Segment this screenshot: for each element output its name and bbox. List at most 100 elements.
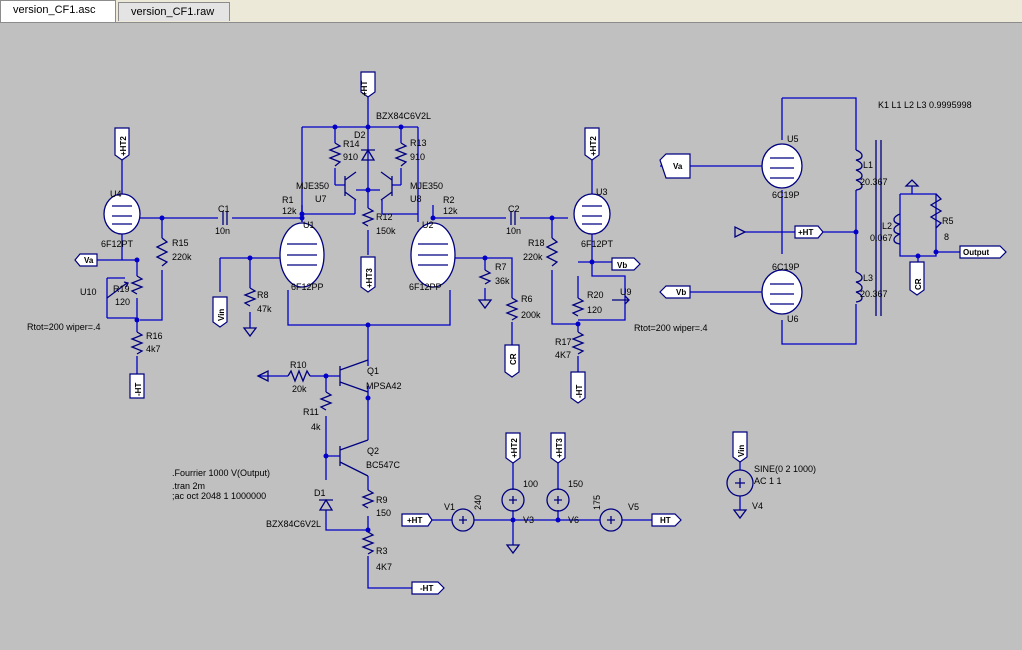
v4-label: V4	[752, 501, 763, 511]
u3-label: U3	[596, 187, 608, 197]
cr-mid-flag: CR	[509, 353, 518, 365]
d1-type: BZX84C6V2L	[266, 519, 321, 529]
u5-label: U5	[787, 134, 799, 144]
ht3-v-flag: +HT3	[555, 438, 564, 458]
r2-label: R2	[443, 195, 455, 205]
resistors	[130, 142, 943, 555]
v4-sine: SINE(0 2 1000)	[754, 464, 816, 474]
r6-value: 200k	[521, 310, 541, 320]
l1-value: 20.367	[860, 177, 888, 187]
v3-value: 100	[523, 479, 538, 489]
u2-label: U2	[422, 220, 434, 230]
coupling-directive: K1 L1 L2 L3 0.9995998	[878, 100, 972, 110]
r12-value: 150k	[376, 226, 396, 236]
r13-label: R13	[410, 138, 427, 148]
r1-label: R1	[282, 195, 294, 205]
grounds	[242, 179, 920, 555]
ht-v1-flag: +HT	[407, 516, 422, 525]
r13-value: 910	[410, 152, 425, 162]
bzx-top-label: BZX84C6V2L	[376, 111, 431, 121]
r19-label: R19	[113, 284, 130, 294]
r17-value: 4K7	[555, 350, 571, 360]
diodes	[318, 148, 376, 511]
u1-label: U1	[303, 220, 315, 230]
u4-label: U4	[110, 189, 122, 199]
v5-label: V5	[628, 502, 639, 512]
va-out-flag: Va	[673, 162, 683, 171]
v6-value: 150	[568, 479, 583, 489]
c2-value: 10n	[506, 226, 521, 236]
r5-value: 8	[944, 232, 949, 242]
r17-label: R17	[555, 337, 572, 347]
u3-type: 6F12PT	[581, 239, 614, 249]
u2-type: 6F12PP	[409, 282, 442, 292]
q1-label: Q1	[367, 366, 379, 376]
r20-label: R20	[587, 290, 604, 300]
u4-type: 6F12PT	[101, 239, 134, 249]
v1-value: 240	[473, 495, 483, 510]
r19-value: 120	[115, 297, 130, 307]
tubes	[103, 143, 803, 315]
r8-value: 47k	[257, 304, 272, 314]
vin-flag: Vin	[217, 309, 226, 321]
cr-out-flag: CR	[914, 278, 923, 290]
ht2-v-flag: +HT2	[510, 438, 519, 458]
mht-bottom-flag: -HT	[420, 584, 433, 593]
l2-label: L2	[882, 221, 892, 231]
mje-left-label: MJE350	[296, 181, 329, 191]
r10-label: R10	[290, 360, 307, 370]
tab-bar: version_CF1.asc version_CF1.raw	[0, 0, 1022, 23]
u8-label: U8	[410, 194, 422, 204]
output-wires	[660, 97, 960, 345]
u1-type: 6F12PP	[291, 282, 324, 292]
r12-label: R12	[376, 212, 393, 222]
vb-out-flag: Vb	[676, 288, 686, 297]
ht-v5-flag: HT	[660, 516, 671, 525]
mje-right-label: MJE350	[410, 181, 443, 191]
r3-value: 4K7	[376, 562, 392, 572]
r10-value: 20k	[292, 384, 307, 394]
r16-value: 4k7	[146, 344, 161, 354]
r8-label: R8	[257, 290, 269, 300]
u9-label: U9	[620, 287, 632, 297]
u10-label: U10	[80, 287, 97, 297]
tab-schematic[interactable]: version_CF1.asc	[0, 0, 116, 22]
ht-out-flag: +HT	[798, 228, 813, 237]
directive-ac: ;ac oct 2048 1 1000000	[172, 491, 266, 501]
c1-value: 10n	[215, 226, 230, 236]
d2-label: D2	[354, 130, 366, 140]
schematic-labels: +HT BZX84C6V2L D2 R14 910 R13 910 MJE350…	[27, 81, 990, 593]
output-flag: Output	[963, 248, 990, 257]
tab-raw[interactable]: version_CF1.raw	[118, 2, 230, 21]
transformer	[855, 140, 901, 316]
q2-type: BC547C	[366, 460, 401, 470]
r1-value: 12k	[282, 206, 297, 216]
ht3-flag: +HT3	[365, 268, 374, 288]
q2-label: Q2	[367, 446, 379, 456]
r11-label: R11	[303, 407, 319, 417]
d1-label: D1	[314, 488, 326, 498]
directive-tran: .tran 2m	[172, 481, 205, 491]
pot-wipers	[106, 281, 630, 305]
r14-value: 910	[343, 152, 358, 162]
rtot-left-label: Rtot=200 wiper=.4	[27, 322, 101, 332]
v1-label: V1	[444, 502, 455, 512]
r7-label: R7	[495, 262, 507, 272]
r16-label: R16	[146, 331, 163, 341]
u6-label: U6	[787, 314, 799, 324]
mht-right-flag: -HT	[575, 385, 584, 398]
l2-value: 0.067	[870, 233, 893, 243]
schematic-canvas[interactable]: +HT BZX84C6V2L D2 R14 910 R13 910 MJE350…	[0, 22, 1022, 645]
vb-right-flag: Vb	[617, 261, 627, 270]
r5-label: R5	[942, 216, 954, 226]
u5-type: 6C19P	[772, 190, 800, 200]
r18-label: R18	[528, 238, 545, 248]
ht2-right-flag: +HT2	[589, 136, 598, 156]
l3-value: 20.367	[860, 289, 888, 299]
capacitors	[222, 211, 516, 225]
mht-left-flag: -HT	[134, 383, 143, 396]
schematic-svg[interactable]: +HT BZX84C6V2L D2 R14 910 R13 910 MJE350…	[0, 22, 1022, 645]
ht2-left-flag: +HT2	[119, 136, 128, 156]
r3-label: R3	[376, 546, 388, 556]
junction-dots	[134, 124, 939, 533]
